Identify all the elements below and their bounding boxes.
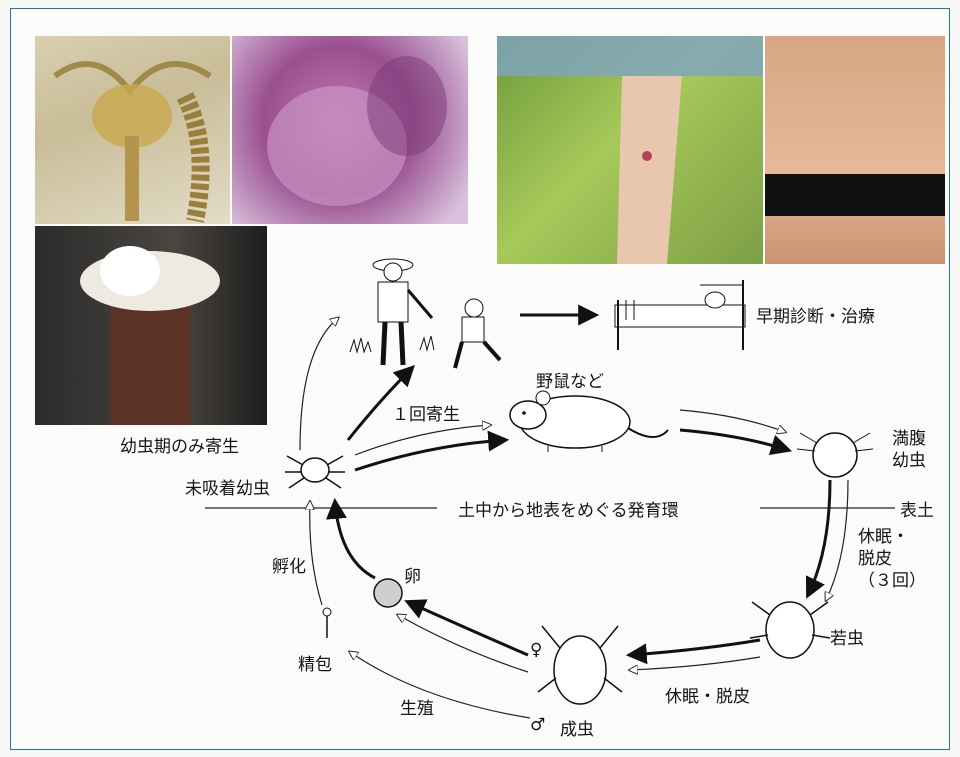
label-reproduction: 生殖 (400, 694, 434, 719)
engorged-larva-icon (797, 433, 873, 477)
label-wild-rodents: 野鼠など (536, 367, 604, 392)
label-male: ♂ (530, 715, 545, 735)
people-in-field-icon (350, 259, 500, 368)
rodent-icon (510, 391, 668, 452)
unfed-larva-mite-icon (285, 456, 345, 488)
label-dormancy-molt: 休眠・脱皮 (665, 682, 750, 707)
arrow-male-to-spermatophore (350, 652, 530, 718)
arrow-adult-to-egg (408, 602, 528, 655)
label-nymph: 若虫 (830, 624, 864, 649)
arrow-rodent-to-engorged (680, 430, 788, 450)
label-early-treatment: 早期診断・治療 (756, 302, 875, 327)
arrow-adult-to-egg-hollow (398, 615, 528, 672)
arrow-engorged-to-nymph (808, 480, 830, 595)
label-engorged-larva: 満腹 幼虫 (892, 428, 926, 472)
label-one-parasitism: １回寄生 (392, 400, 460, 425)
arrow-rodent-to-engorged-hollow (680, 410, 785, 432)
arrow-nymph-to-adult-hollow (630, 657, 760, 670)
arrow-larva-to-rodent (355, 440, 505, 470)
label-larva-only-parasitic: 幼虫期のみ寄生 (120, 432, 239, 457)
arrow-hatching (310, 502, 322, 605)
spermatophore-icon (323, 608, 331, 638)
label-adult: 成虫 (560, 715, 594, 740)
label-cycle-caption: 土中から地表をめぐる発育環 (458, 496, 679, 521)
arrow-larva-to-people (300, 318, 338, 450)
egg-icon (374, 579, 402, 607)
label-female: ♀ (530, 640, 542, 660)
arrow-nymph-to-adult (630, 640, 760, 655)
arrow-egg-to-larva (335, 502, 375, 578)
label-hatching: 孵化 (272, 552, 306, 577)
label-dormancy-molt-3: 休眠・ 脱皮 （３回） (858, 526, 926, 592)
hospital-bed-icon (615, 280, 745, 350)
adult-mite-icon (538, 626, 622, 704)
label-unfed-larva: 未吸着幼虫 (185, 474, 270, 499)
nymph-mite-icon (750, 602, 830, 658)
label-egg: 卵 (404, 562, 421, 587)
label-topsoil: 表土 (900, 496, 934, 521)
label-spermatophore: 精包 (298, 650, 332, 675)
